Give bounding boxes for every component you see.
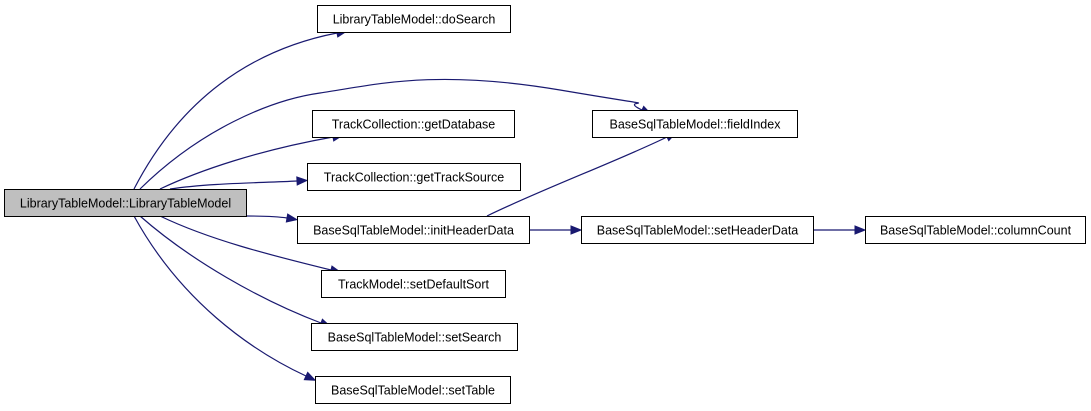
node-fieldIndex[interactable]: BaseSqlTableModel::fieldIndex bbox=[592, 110, 798, 138]
node-box[interactable] bbox=[312, 110, 515, 138]
edge-line bbox=[139, 78, 643, 190]
node-box[interactable] bbox=[307, 163, 521, 191]
edge-line bbox=[486, 136, 668, 217]
edge-line bbox=[245, 215, 288, 219]
edge-setHeaderData-to-columnCount bbox=[812, 225, 867, 235]
edge-initHeaderData-to-setHeaderData bbox=[528, 225, 583, 235]
node-label: BaseSqlTableModel::fieldIndex bbox=[610, 118, 782, 132]
node-label: LibraryTableModel::LibraryTableModel bbox=[20, 197, 231, 211]
arrow-head bbox=[570, 225, 583, 235]
arrow-head bbox=[854, 225, 867, 235]
node-label: LibraryTableModel::doSearch bbox=[333, 13, 496, 27]
node-label: TrackModel::setDefaultSort bbox=[338, 278, 490, 292]
node-box[interactable] bbox=[315, 376, 511, 404]
edge-line bbox=[159, 215, 332, 271]
node-box[interactable] bbox=[321, 270, 506, 298]
edge-line bbox=[159, 136, 334, 190]
node-initHeaderData[interactable]: BaseSqlTableModel::initHeaderData bbox=[297, 216, 530, 244]
edge-line bbox=[169, 180, 298, 190]
node-label: TrackCollection::getTrackSource bbox=[324, 171, 504, 185]
node-box[interactable] bbox=[297, 216, 530, 244]
nodes-layer: LibraryTableModel::LibraryTableModel Libr… bbox=[4, 5, 1086, 404]
edge-root-to-getTrackSource bbox=[169, 176, 309, 190]
node-doSearch[interactable]: LibraryTableModel::doSearch bbox=[317, 5, 511, 33]
arrow-head bbox=[285, 213, 299, 223]
node-label: TrackCollection::getDatabase bbox=[332, 118, 496, 132]
node-setSearch[interactable]: BaseSqlTableModel::setSearch bbox=[311, 323, 518, 351]
node-getDatabase[interactable]: TrackCollection::getDatabase bbox=[312, 110, 515, 138]
node-box[interactable] bbox=[4, 189, 247, 217]
node-columnCount[interactable]: BaseSqlTableModel::columnCount bbox=[865, 216, 1086, 244]
edge-line bbox=[133, 215, 307, 377]
arrow-head bbox=[296, 176, 309, 186]
node-setTable[interactable]: BaseSqlTableModel::setTable bbox=[315, 376, 511, 404]
edge-root-to-initHeaderData bbox=[245, 213, 299, 223]
edge-root-to-setTable bbox=[133, 215, 317, 381]
node-box[interactable] bbox=[317, 5, 511, 33]
node-getTrackSource[interactable]: TrackCollection::getTrackSource bbox=[307, 163, 521, 191]
node-setHeaderData[interactable]: BaseSqlTableModel::setHeaderData bbox=[581, 216, 814, 244]
node-label: BaseSqlTableModel::columnCount bbox=[880, 224, 1072, 238]
node-box[interactable] bbox=[865, 216, 1086, 244]
edge-line bbox=[133, 32, 338, 190]
node-setDefaultSort[interactable]: TrackModel::setDefaultSort bbox=[321, 270, 506, 298]
node-root[interactable]: LibraryTableModel::LibraryTableModel bbox=[4, 189, 247, 217]
edge-line bbox=[139, 215, 322, 324]
node-box[interactable] bbox=[592, 110, 798, 138]
node-label: BaseSqlTableModel::setTable bbox=[331, 384, 495, 398]
node-label: BaseSqlTableModel::initHeaderData bbox=[313, 224, 514, 238]
node-label: BaseSqlTableModel::setHeaderData bbox=[597, 224, 799, 238]
node-box[interactable] bbox=[581, 216, 814, 244]
arrow-head bbox=[303, 371, 317, 381]
node-box[interactable] bbox=[311, 323, 518, 351]
node-label: BaseSqlTableModel::setSearch bbox=[328, 331, 502, 345]
